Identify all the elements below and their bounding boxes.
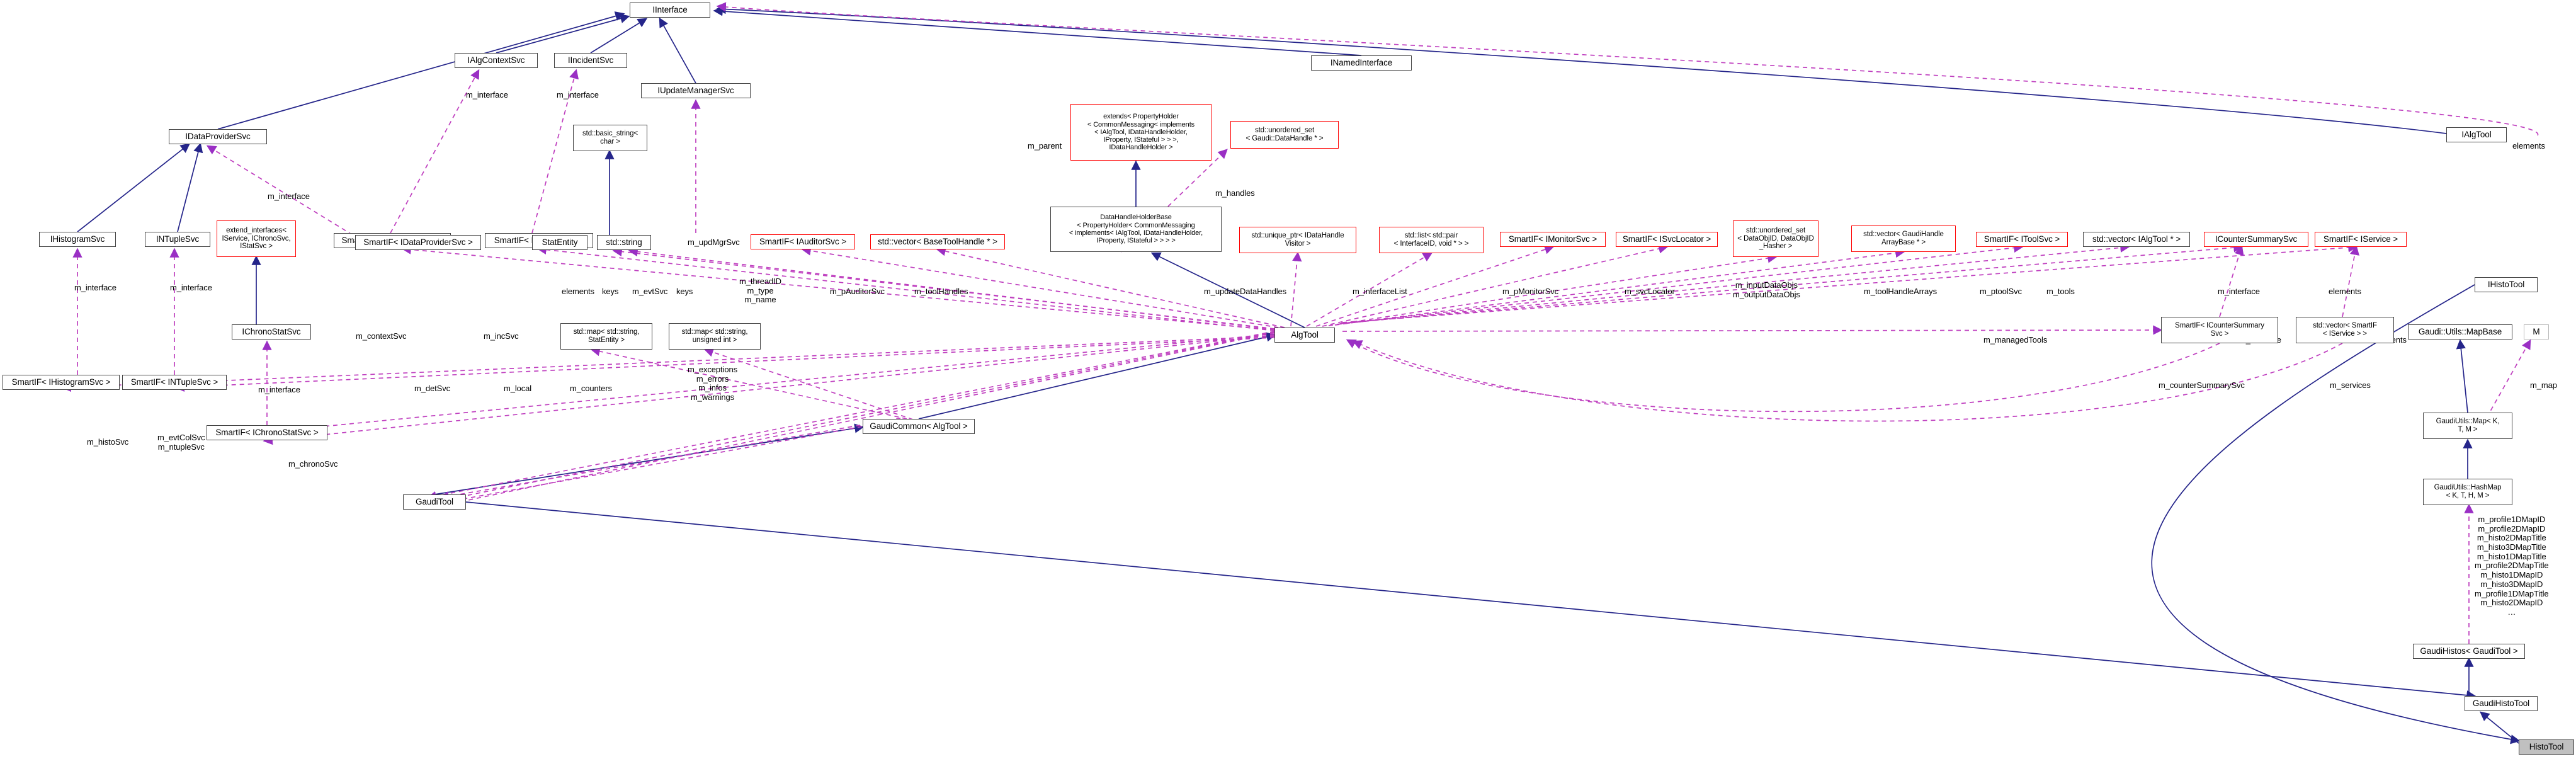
class-node-std_string[interactable]: std::string — [597, 235, 651, 250]
edge-label-l_m_incSvc: m_incSvc — [484, 331, 519, 341]
edge-label-l_m_local: m_local — [504, 384, 532, 393]
class-node-SmartIF_IToolSvc[interactable]: SmartIF< IToolSvc > — [1976, 232, 2068, 247]
edge-label-l_m_interface_hist: m_interface — [74, 283, 116, 292]
class-node-std_map_string_StatEntity[interactable]: std::map< std::string, StatEntity > — [560, 323, 652, 350]
class-node-StatEntity[interactable]: StatEntity — [532, 235, 587, 250]
edge-label-l_m_toolHandleArrays: m_toolHandleArrays — [1864, 287, 1937, 296]
class-node-SmartIF_IChronoStatSvc[interactable]: SmartIF< IChronoStatSvc > — [207, 425, 327, 440]
class-node-IAlgTool[interactable]: IAlgTool — [2446, 127, 2507, 142]
class-node-SmartIF_IAuditorSvc[interactable]: SmartIF< IAuditorSvc > — [751, 234, 855, 249]
edge-label-l_m_contextSvc: m_contextSvc — [356, 331, 407, 341]
edge-label-l_m_parent: m_parent — [1028, 141, 1062, 151]
edge-label-l_map_members: m_profile1DMapID m_profile2DMapID m_hist… — [2475, 515, 2549, 617]
class-node-AlgTool[interactable]: AlgTool — [1274, 328, 1335, 343]
class-node-std_vector_SmartIF_IService[interactable]: std::vector< SmartIF < IService > > — [2296, 317, 2394, 343]
class-node-GaudiHistos_GaudiTool[interactable]: GaudiHistos< GaudiTool > — [2413, 644, 2525, 659]
edge-label-l_m_inputDataObjs: m_inputDataObjs m_outputDataObjs — [1733, 280, 1800, 299]
class-node-GaudiHistoTool[interactable]: GaudiHistoTool — [2465, 696, 2538, 711]
class-node-extend_interfaces[interactable]: extend_interfaces< IService, IChronoSvc,… — [217, 220, 296, 257]
edge-label-l_keys2: keys — [676, 287, 693, 296]
class-node-DataHandleHolderBase[interactable]: DataHandleHolderBase < PropertyHolder< C… — [1050, 207, 1222, 252]
class-node-SmartIF_IMonitorSvc[interactable]: SmartIF< IMonitorSvc > — [1500, 232, 1606, 247]
edge-label-l_m_toolHandles: m_toolHandles — [914, 287, 968, 296]
edge-label-l_m_evtSvc: m_evtSvc — [632, 287, 668, 296]
edge-label-l_elements_top: elements — [2512, 141, 2545, 151]
class-node-std_basic_string[interactable]: std::basic_string< char > — [573, 125, 647, 151]
edge-label-l_m_pMonitorSvc: m_pMonitorSvc — [1502, 287, 1559, 296]
class-node-HistoTool[interactable]: HistoTool — [2519, 739, 2574, 755]
class-node-std_vector_GaudiHandleArrayBase[interactable]: std::vector< GaudiHandle ArrayBase * > — [1851, 225, 1956, 252]
class-node-IUpdateManagerSvc[interactable]: IUpdateManagerSvc — [641, 83, 751, 98]
class-node-IAlgContextSvc[interactable]: IAlgContextSvc — [455, 53, 538, 68]
class-node-extends_PropertyHolder[interactable]: extends< PropertyHolder < CommonMessagin… — [1070, 104, 1211, 161]
class-node-IInterface[interactable]: IInterface — [630, 3, 710, 18]
edge-label-l_m_map: m_map — [2530, 380, 2557, 390]
edge-label-l_m_exceptions: m_exceptions m_errors m_infos m_warnings — [688, 365, 738, 402]
edge-label-l_m_updMgrSvc: m_updMgrSvc — [688, 237, 740, 247]
class-node-SmartIF_ICounterSummarySvc[interactable]: SmartIF< ICounterSummary Svc > — [2161, 317, 2278, 343]
edge-label-l_m_interface_chrono: m_interface — [258, 385, 300, 394]
edge-label-l_m_interface_inc: m_interface — [557, 90, 599, 100]
class-node-std_vector_BaseToolHandle[interactable]: std::vector< BaseToolHandle * > — [870, 234, 1005, 249]
edge-label-l_m_handles: m_handles — [1215, 188, 1255, 198]
class-node-std_vector_IAlgTool[interactable]: std::vector< IAlgTool * > — [2083, 232, 2190, 247]
edge-label-l_m_interface_ntup: m_interface — [170, 283, 212, 292]
edge-label-l_m_interface_dps: m_interface — [268, 191, 310, 201]
class-node-SmartIF_INTupleSvc[interactable]: SmartIF< INTupleSvc > — [122, 375, 227, 390]
class-node-GaudiCommon_AlgTool[interactable]: GaudiCommon< AlgTool > — [863, 419, 975, 434]
class-node-IHistoTool[interactable]: IHistoTool — [2475, 277, 2538, 292]
edge-label-l_elements2: elements — [2329, 287, 2361, 296]
edge-label-l_m_histoSvc: m_histoSvc — [87, 437, 129, 447]
edge-label-l_m_pAuditorSvc: m_pAuditorSvc — [830, 287, 885, 296]
class-node-IIncidentSvc[interactable]: IIncidentSvc — [554, 53, 627, 68]
edge-label-l_m_interfaceList: m_interfaceList — [1353, 287, 1407, 296]
edge-label-l_keys1: keys — [602, 287, 619, 296]
edge-label-l_m_detSvc: m_detSvc — [414, 384, 451, 393]
edge-label-l_m_managedTools: m_managedTools — [1983, 335, 2048, 345]
class-node-std_unordered_set_DH[interactable]: std::unordered_set < Gaudi::DataHandle *… — [1230, 121, 1339, 149]
edge-label-l_elements1: elements — [562, 287, 594, 296]
edge-label-l_m_svcLocator: m_svcLocator — [1625, 287, 1675, 296]
class-node-SmartIF_ISvcLocator[interactable]: SmartIF< ISvcLocator > — [1616, 232, 1718, 247]
class-node-std_unordered_set_DataObjID[interactable]: std::unordered_set < DataObjID, DataObjI… — [1733, 220, 1819, 257]
class-node-Gaudi_Utils_MapBase[interactable]: Gaudi::Utils::MapBase — [2408, 324, 2512, 340]
class-node-SmartIF_IHistogramSvc[interactable]: SmartIF< IHistogramSvc > — [3, 375, 120, 390]
class-node-std_map_string_uint[interactable]: std::map< std::string, unsigned int > — [669, 323, 761, 350]
class-node-IHistogramSvc[interactable]: IHistogramSvc — [39, 232, 116, 247]
class-node-IChronoStatSvc[interactable]: IChronoStatSvc — [232, 324, 311, 340]
class-node-M[interactable]: M — [2524, 324, 2549, 340]
class-node-GaudiUtils_HashMap[interactable]: GaudiUtils::HashMap < K, T, H, M > — [2423, 479, 2512, 505]
edge-label-l_m_chronoSvc: m_chronoSvc — [288, 459, 338, 469]
class-node-SmartIF_IService[interactable]: SmartIF< IService > — [2315, 232, 2407, 247]
edge-label-l_m_counterSummarySvc: m_counterSummarySvc — [2159, 380, 2245, 390]
class-node-GaudiUtils_Map[interactable]: GaudiUtils::Map< K, T, M > — [2423, 413, 2512, 439]
edge-label-l_m_tools: m_tools — [2046, 287, 2075, 296]
class-node-INTupleSvc[interactable]: INTupleSvc — [145, 232, 210, 247]
class-node-GaudiTool[interactable]: GaudiTool — [403, 494, 466, 510]
edge-label-l_m_evtColSvc: m_evtColSvc m_ntupleSvc — [157, 433, 205, 452]
edge-label-l_m_services: m_services — [2330, 380, 2371, 390]
class-node-std_list_pair[interactable]: std::list< std::pair < InterfaceID, void… — [1379, 227, 1484, 253]
edge-label-l_m_threadID: m_threadID m_type m_name — [739, 277, 781, 305]
class-node-INamedInterface[interactable]: INamedInterface — [1311, 55, 1412, 71]
edge-label-l_m_updateDataHandles: m_updateDataHandles — [1204, 287, 1287, 296]
class-node-ICounterSummarySvc[interactable]: ICounterSummarySvc — [2204, 232, 2308, 247]
edge-label-l_m_ptoolSvc: m_ptoolSvc — [1980, 287, 2022, 296]
edge-label-l_m_interface_ctr: m_interface — [2218, 287, 2260, 296]
class-node-IDataProviderSvc[interactable]: IDataProviderSvc — [169, 129, 267, 144]
class-node-std_unique_ptr_visitor[interactable]: std::unique_ptr< IDataHandle Visitor > — [1239, 227, 1356, 253]
edge-label-l_m_counters1: m_counters — [570, 384, 612, 393]
edge-label-l_m_interface_algctx: m_interface — [466, 90, 508, 100]
class-node-SmartIF_IDataProviderSvc[interactable]: SmartIF< IDataProviderSvc > — [355, 235, 481, 250]
